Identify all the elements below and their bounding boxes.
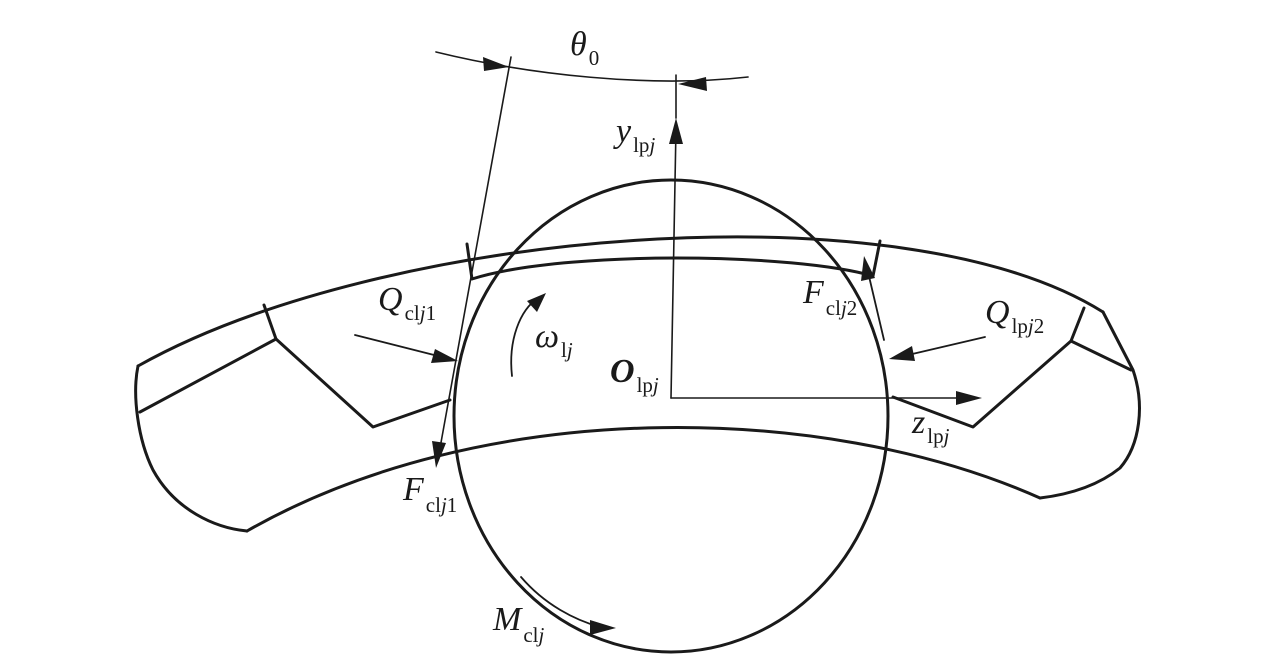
Q-lpj2-arrow-line (907, 336, 986, 356)
label-origin: Olpj (610, 353, 659, 397)
z-axis-arrowhead (956, 391, 982, 405)
label-Q-cj1: Qclj1 (378, 281, 436, 325)
Q-cj1-arrowhead (431, 349, 458, 363)
label-z-axis: zlpj (911, 404, 950, 448)
ring-outer-arc (136, 235, 1105, 368)
label-M-cj: Mclj (492, 601, 544, 647)
y-axis-arrowhead (669, 118, 683, 144)
F-cj2-arrowhead (861, 256, 875, 281)
Q-cj1-arrow-line (354, 334, 439, 357)
label-theta0: θ0 (570, 26, 599, 70)
ring-right-end (1038, 310, 1141, 500)
y-axis-line (670, 127, 677, 399)
M-arrowhead (590, 620, 616, 635)
theta-arrowhead-right (678, 77, 707, 91)
F-cj1-arrowhead (432, 441, 446, 468)
left-segment (138, 337, 452, 429)
label-F-cj2: Fclj2 (802, 274, 857, 320)
ring-inner-arc (245, 425, 1042, 533)
label-Q-lpj2: Qlpj2 (985, 294, 1044, 338)
roller-circle (452, 178, 890, 654)
F-cj2-arrow-line (867, 271, 885, 341)
ring-left-end (134, 364, 249, 533)
label-omega: ωlj (535, 318, 573, 362)
label-F-cj1: Fclj1 (402, 471, 457, 517)
left-segment-divider (262, 303, 278, 341)
right-segment (891, 339, 1133, 429)
Q-lpj2-arrowhead (889, 346, 915, 361)
label-y-axis: ylpj (613, 113, 655, 157)
theta-arc (435, 51, 749, 82)
omega-arc (510, 297, 539, 377)
theta-ref-inclined (439, 56, 512, 449)
omega-arrowhead (527, 293, 546, 312)
right-segment-divider (1069, 306, 1086, 343)
left-pocket (465, 239, 882, 281)
theta-arrowhead-left (483, 57, 509, 71)
